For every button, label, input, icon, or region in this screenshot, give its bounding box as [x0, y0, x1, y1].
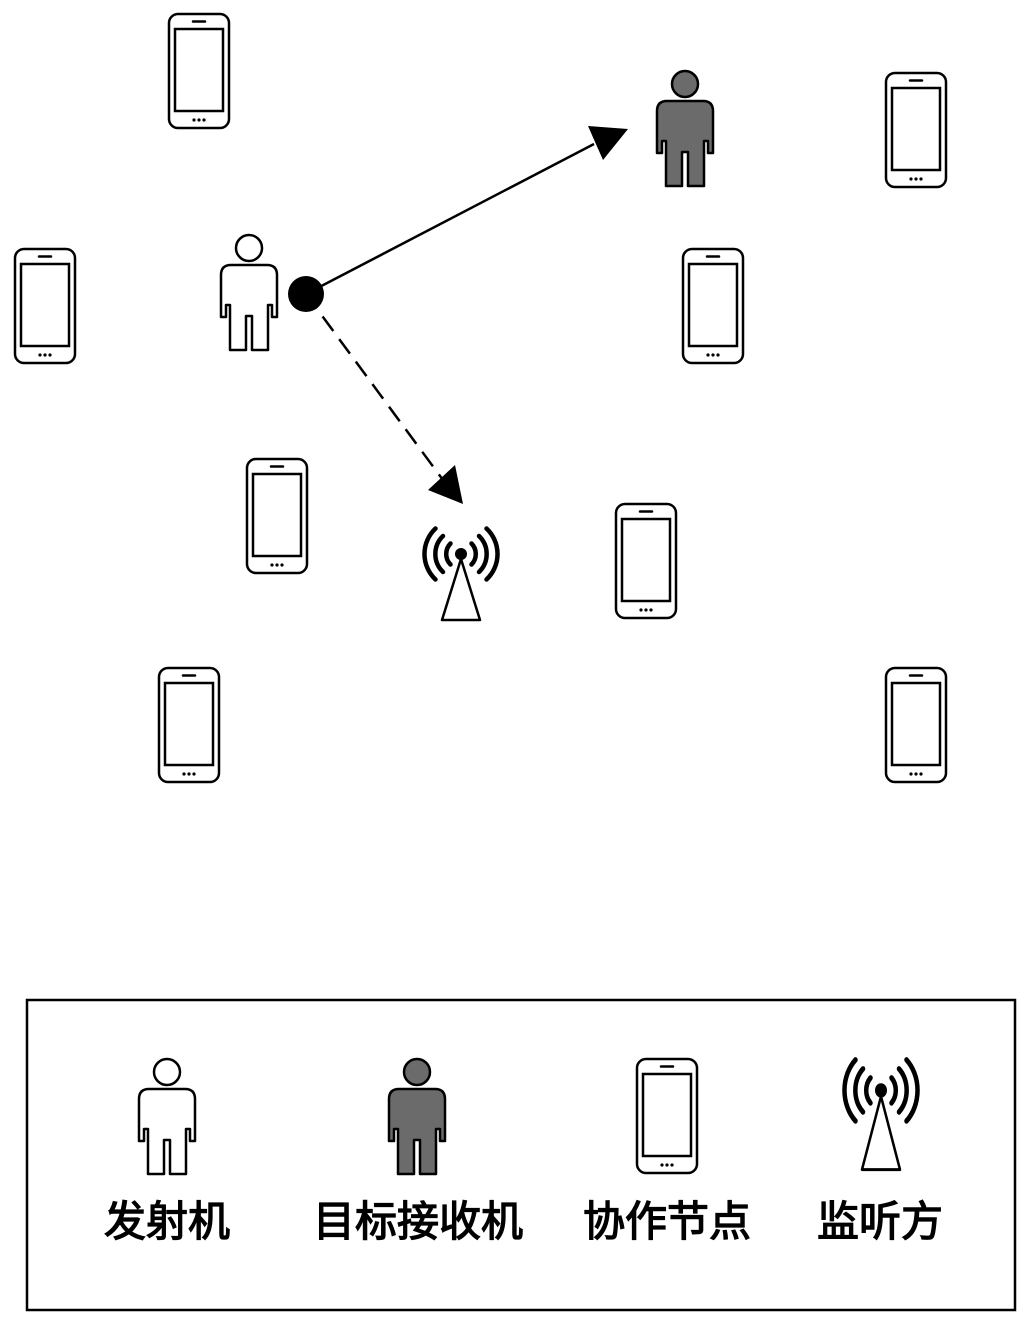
legend-border: [25, 998, 1017, 1312]
eavesdrop-link-dashed: [304, 293, 445, 481]
smartphone-icon: [245, 457, 309, 575]
transmitter-icon: [219, 233, 279, 352]
legend-target-receiver-label: 目标接收机: [313, 1197, 523, 1246]
smartphone-icon: [157, 666, 221, 784]
arrowhead-to-receiver: [588, 126, 628, 160]
eavesdropper-tower-icon: [424, 529, 497, 621]
smartphone-icon: [13, 247, 77, 365]
smartphone-icon: [681, 247, 745, 365]
smartphone-icon: [884, 666, 948, 784]
smartphone-icon: [167, 12, 231, 130]
arrowhead-to-eavesdropper: [428, 465, 463, 504]
legend: 发射机 目标接收机 协作节点 监听方: [25, 998, 1017, 1312]
target-receiver-icon: [655, 69, 715, 188]
legend-cooperative-node-label: 协作节点: [583, 1197, 751, 1246]
transmitter-node-dot: [288, 276, 324, 312]
smartphone-icon: [884, 71, 948, 189]
smartphone-icon: [614, 502, 678, 620]
transmit-link-to-receiver: [305, 142, 595, 296]
legend-transmitter-label: 发射机: [104, 1197, 230, 1246]
legend-cooperative-node-icon: [635, 1057, 699, 1175]
legend-eavesdropper-label: 监听方: [817, 1197, 943, 1246]
